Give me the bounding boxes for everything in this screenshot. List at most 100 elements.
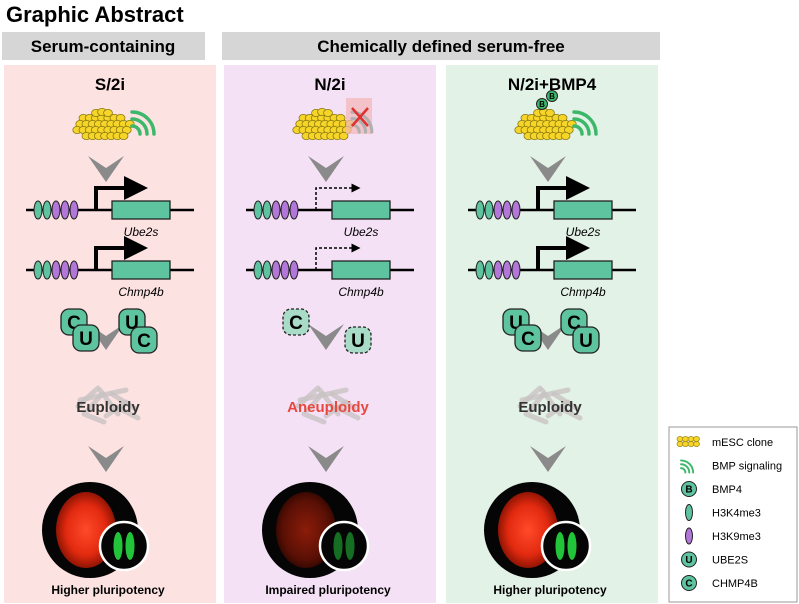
h3k9me3-mark: [493, 260, 503, 280]
protein-shape: [130, 326, 158, 354]
bmp4-badge: B: [549, 92, 555, 101]
signal-arc: [680, 463, 691, 474]
protein-letter: C: [137, 331, 151, 352]
h3k4me3-mark: [484, 200, 494, 220]
h3k4me3-mark: [42, 260, 52, 280]
inset-green-signal: [345, 532, 355, 560]
header-serum-free: Chemically defined serum-free: [317, 37, 565, 56]
legend-badge: U: [685, 555, 692, 566]
mesc-clone-icon: [693, 436, 700, 442]
mesc-cell: [103, 109, 113, 118]
h3k9me3-mark: [69, 260, 79, 280]
chromosome: [517, 385, 543, 409]
transcription-arrow-high: [536, 236, 590, 270]
h3k4me3-mark: [475, 200, 485, 220]
h3k4me3-mark: [42, 200, 52, 220]
h3k4me3-mark: [262, 200, 272, 220]
chmp4b-protein-icon: [681, 575, 697, 591]
inset-background: [318, 520, 370, 572]
legend-badge: C: [685, 579, 692, 590]
h3k9me3-mark: [280, 200, 290, 220]
mesc-clone-icon: [676, 436, 684, 442]
gene-locus-chmp4b: Chmp4b: [246, 243, 414, 299]
chromosome: [103, 399, 129, 419]
chromosome: [81, 411, 107, 425]
legend-badge: B: [685, 485, 692, 496]
inset-green-signal: [567, 532, 577, 560]
gene-name: Chmp4b: [560, 285, 606, 299]
chromosome: [527, 391, 547, 413]
pluripotency-label: Higher pluripotency: [51, 583, 165, 597]
mesc-cell: [323, 109, 333, 118]
process-arrow: [530, 446, 566, 472]
block-cross-icon: [351, 107, 369, 127]
pluripotency-label: Impaired pluripotency: [265, 583, 391, 597]
gene-locus-ube2s: Ube2s: [26, 176, 194, 239]
legend-label: UBE2S: [712, 555, 748, 567]
inset-background: [98, 520, 150, 572]
process-arrow: [308, 324, 344, 350]
chromosome-cluster: [75, 385, 141, 425]
protein-letter: U: [79, 329, 93, 350]
transcription-arrow-high: [94, 176, 148, 210]
mesc-clone-icon: [682, 441, 689, 447]
process-arrow: [308, 446, 344, 472]
legend-label: mESC clone: [712, 437, 773, 449]
transcription-arrow-low: [315, 183, 361, 210]
gene-box: [111, 200, 171, 220]
gene-name: Ube2s: [566, 225, 601, 239]
chromosome: [551, 391, 579, 411]
gene-box: [331, 260, 391, 280]
mesc-clone-icon: [682, 436, 689, 442]
protein-letter: U: [579, 331, 593, 352]
protein-u: U: [572, 326, 600, 354]
signal-arc: [130, 124, 142, 136]
gene-box: [331, 200, 391, 220]
embryo-image: [42, 482, 150, 578]
signal-arc: [130, 110, 156, 136]
mesc-cell: [338, 131, 349, 140]
chromosome: [295, 385, 321, 409]
h3k9me3-mark: [51, 260, 61, 280]
process-arrow: [88, 446, 124, 472]
gene-box: [553, 200, 613, 220]
chromosome: [301, 411, 327, 425]
legend-item: H3K9me3: [685, 527, 761, 545]
inset-green-signal: [125, 532, 135, 560]
gene-box: [553, 260, 613, 280]
gene-name: Ube2s: [124, 225, 159, 239]
h3k9me3-mark: [493, 200, 503, 220]
legend-label: BMP signaling: [712, 461, 782, 473]
signal-arc: [680, 467, 687, 474]
bmp-signal-icon: [130, 110, 156, 136]
legend-item: mESC clone: [676, 436, 773, 449]
chromosome: [557, 405, 583, 421]
h3k4me3-mark: [484, 260, 494, 280]
chromosome: [109, 391, 137, 411]
mesc-clone-icon: [693, 441, 700, 447]
mesc-cell: [118, 131, 129, 140]
protein-c: C: [514, 324, 542, 352]
mesc-cell: [560, 131, 571, 140]
mesc-clone-icon: [687, 441, 695, 447]
transcription-arrow-high: [536, 176, 590, 210]
panel-label: N/2i+BMP4: [508, 75, 597, 94]
panel-label: N/2i: [314, 75, 345, 94]
h3k9me3-mark: [289, 260, 299, 280]
h3k4me3-mark: [253, 200, 263, 220]
gene-locus-ube2s: Ube2s: [246, 183, 414, 239]
chromosome: [115, 405, 141, 421]
panel-label: S/2i: [95, 75, 125, 94]
protein-shape: [72, 324, 100, 352]
bmp4-ligand-icon: [536, 98, 548, 110]
outcome-label: Euploidy: [518, 399, 582, 416]
chromosome: [305, 391, 325, 413]
mesc-clone-icon: [687, 436, 695, 442]
process-arrow: [88, 156, 124, 182]
inset-green-signal: [333, 532, 343, 560]
h3k9me3-mark: [289, 200, 299, 220]
